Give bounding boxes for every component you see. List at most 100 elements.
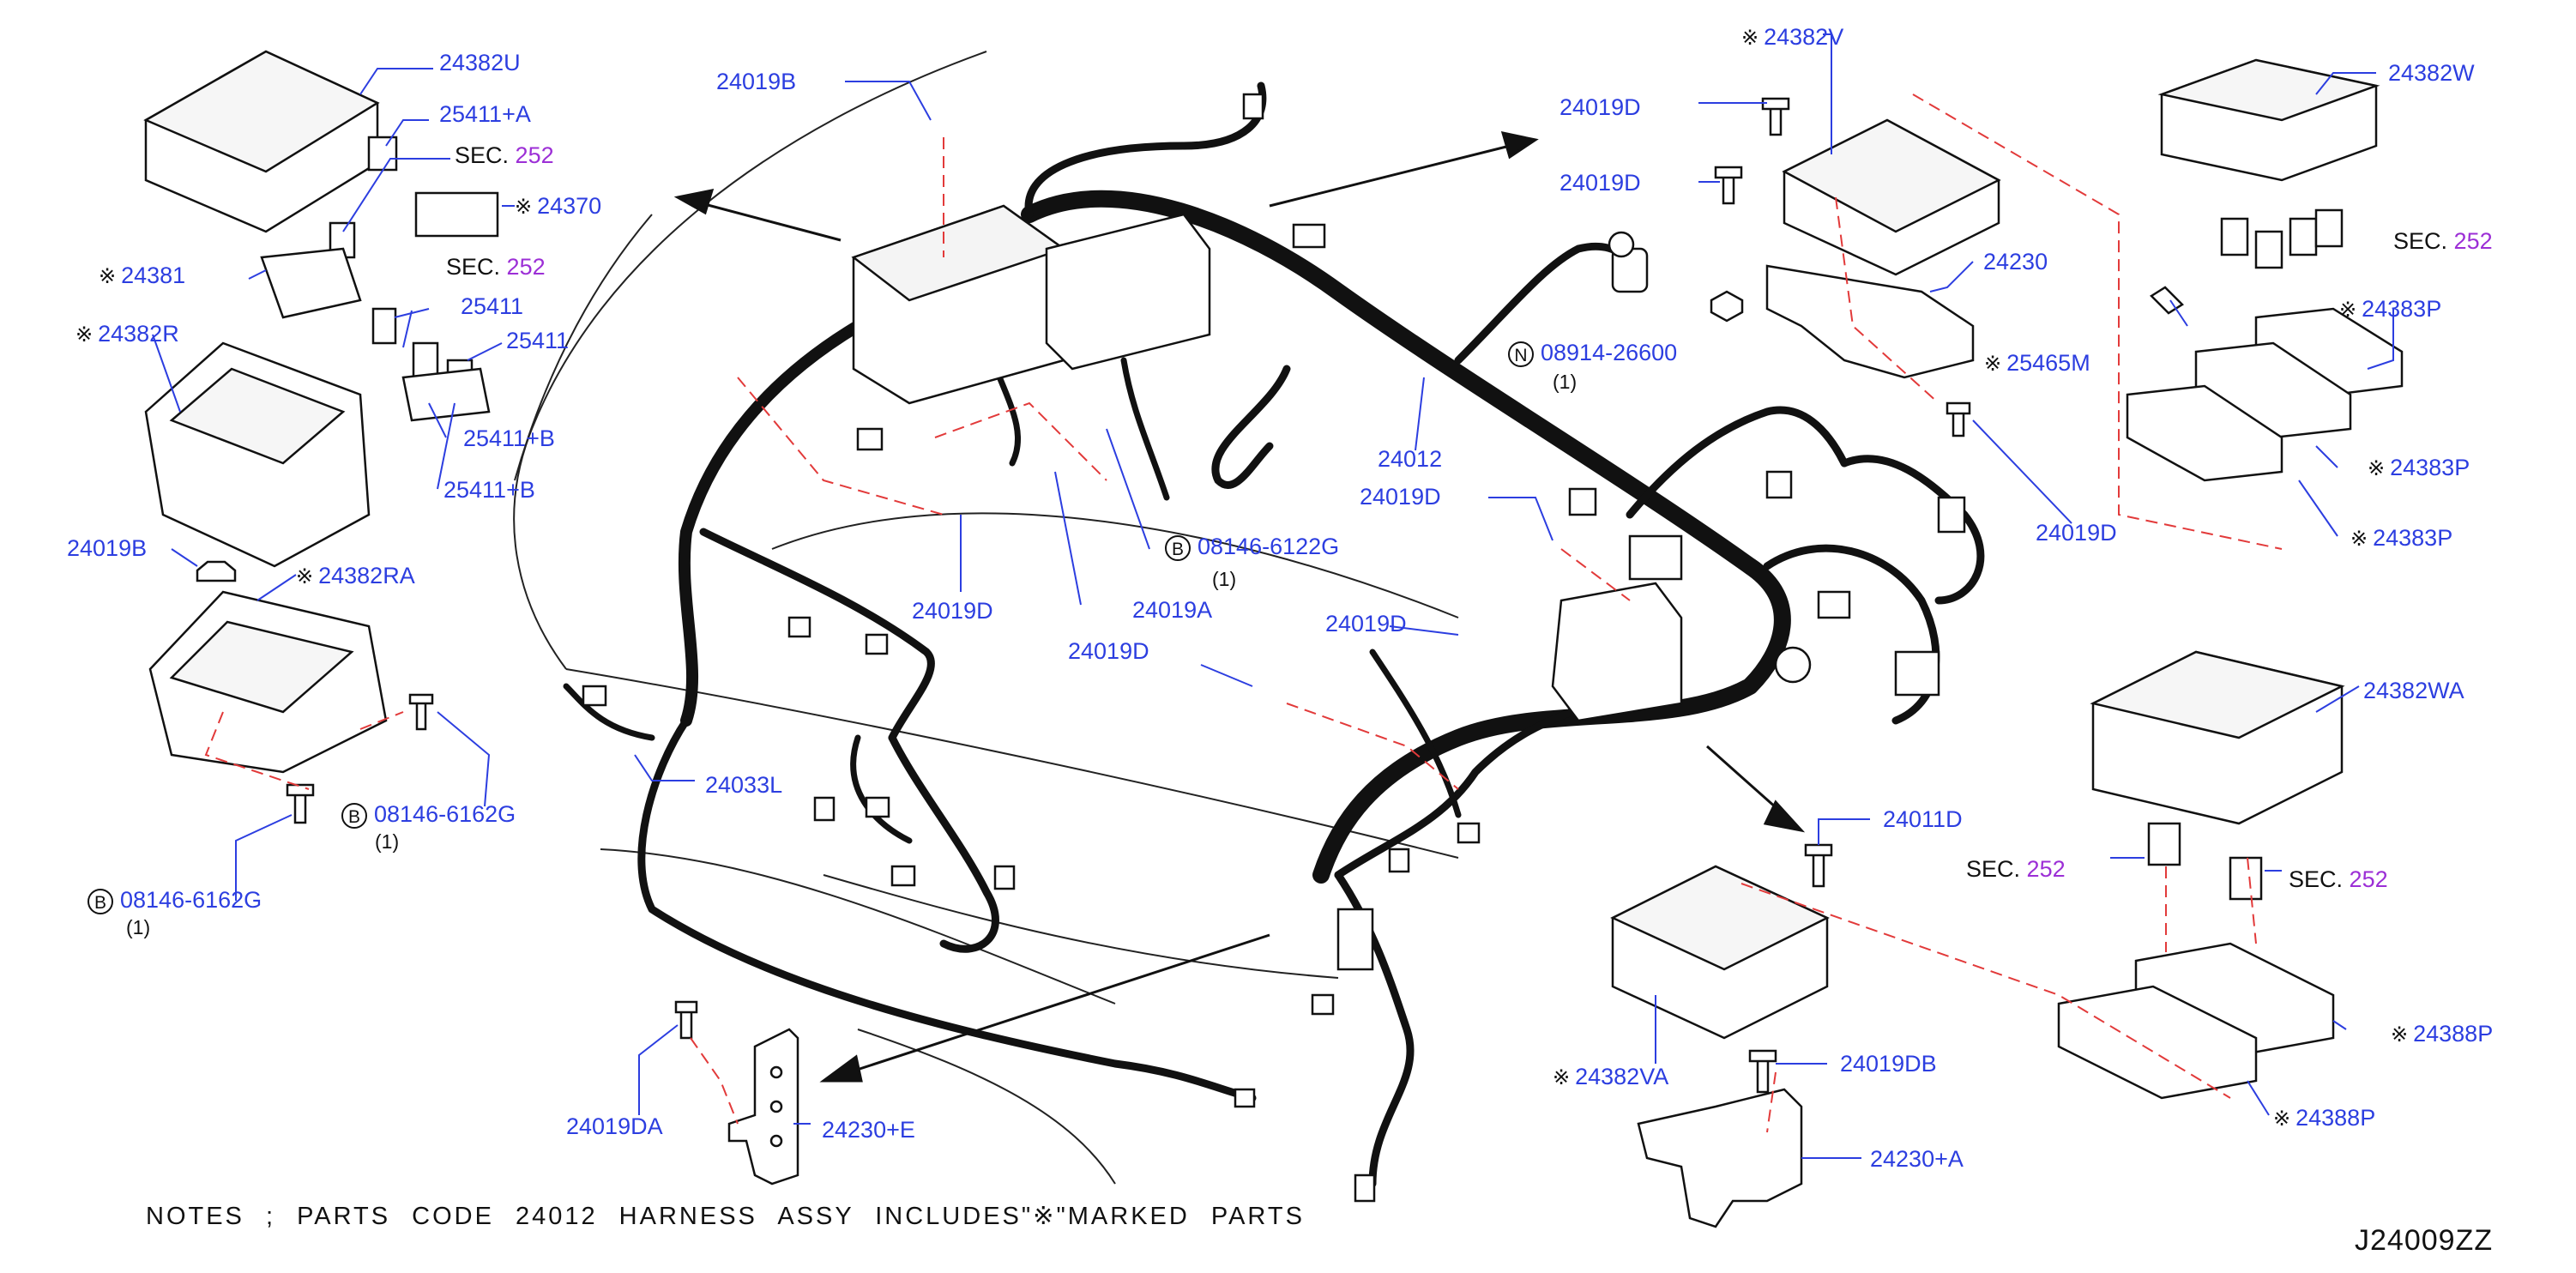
dash-line [690, 1037, 739, 1125]
label-08146-6162G-a-text: 08146-6162G [374, 801, 516, 827]
harness-branch [1211, 365, 1291, 489]
bolt-24011D [1804, 843, 1833, 888]
dash-line [1912, 94, 2283, 550]
label-24019A: 24019A [1132, 597, 1213, 623]
sec-number-link[interactable]: 252 [2026, 856, 2066, 882]
arrow-shaft [1269, 144, 1511, 208]
label-24012: 24012 [1378, 446, 1443, 472]
connector [1817, 590, 1851, 619]
body-outline-curve [600, 848, 1116, 1005]
label-24370: ※24370 [515, 193, 601, 220]
leader-line [2315, 72, 2376, 95]
dash-line [1286, 703, 1459, 790]
connector [1354, 1173, 1376, 1203]
bolt-24019DB [1748, 1049, 1777, 1094]
fuse-bracket-24382VA-top [1610, 865, 1830, 971]
connectors [582, 93, 1966, 1203]
relay-sec-252-w-a [2220, 217, 2249, 256]
leader-line [171, 548, 198, 567]
leader-line [1389, 625, 1459, 636]
fuse-block-24381 [260, 247, 362, 319]
connector [1234, 1088, 1256, 1108]
fuse-bracket-24382V-top [1782, 118, 2001, 233]
body-outline-curve [823, 874, 1339, 979]
relay-block-24388P-b [2057, 985, 2258, 1100]
sec-number-link[interactable]: 252 [506, 254, 546, 280]
leader-line [437, 711, 491, 807]
sec-number-link[interactable]: 252 [515, 142, 554, 168]
label-25465M: ※25465M [1984, 350, 2090, 377]
label-24381-text: 24381 [121, 262, 186, 288]
harness-branch [1120, 357, 1170, 501]
notes-text: NOTES ; PARTS CODE 24012 HARNESS ASSY IN… [146, 1203, 1305, 1230]
ref-mark: ※ [1553, 1066, 1571, 1089]
qty-08146-6162G-b: (1) [126, 916, 151, 938]
label-24383P-a-text: 24383P [2362, 296, 2442, 322]
label-24381: ※24381 [99, 262, 185, 290]
relay-sec-lower [371, 307, 397, 345]
label-24382R: ※24382R [75, 321, 179, 348]
label-24033L: 24033L [705, 772, 783, 798]
label-24382VA-text: 24382VA [1575, 1064, 1669, 1089]
right-bottom-components [1610, 650, 2345, 1228]
sec-word: SEC. [446, 254, 501, 280]
leader-line [1054, 471, 1082, 606]
leader-line [845, 81, 932, 121]
body-outline-curve [857, 1029, 1116, 1185]
leader-line [342, 158, 450, 232]
bolt-24019D-g [1946, 401, 1971, 437]
sec-ref-3: SEC. 252 [2393, 228, 2493, 254]
bolt-symbol: B [341, 802, 367, 829]
label-24019D-a: 24019D [912, 598, 993, 624]
ref-mark: ※ [515, 196, 533, 219]
sec-word: SEC. [455, 142, 510, 168]
leader-line [638, 1024, 679, 1115]
leader-line [428, 402, 447, 438]
harness-branch [699, 528, 935, 742]
bolt-08146-6162G-a [408, 693, 434, 731]
harness-branch [1334, 699, 1600, 879]
label-24230A: 24230+A [1870, 1146, 1964, 1172]
qty-08146-6122G: (1) [1212, 568, 1237, 590]
label-25411-b: 25411 [506, 328, 570, 353]
leader-line [385, 119, 429, 147]
battery-fuse-24370 [414, 191, 499, 238]
connector [1457, 822, 1481, 844]
connector [582, 685, 607, 707]
dash-line [1766, 1071, 1777, 1133]
arrow-shaft [694, 200, 842, 242]
dash-line [737, 377, 944, 516]
sec-number-link[interactable]: 252 [2453, 228, 2493, 254]
leader-line [1972, 419, 2072, 524]
leader-line [1415, 377, 1425, 451]
label-24230: 24230 [1983, 249, 2048, 275]
leader-line [235, 814, 293, 901]
label-25465M-text: 25465M [2006, 350, 2090, 376]
harness-relay-block-2 [1551, 582, 1683, 722]
leader-line [1200, 664, 1253, 687]
bolt-symbol: B [1165, 534, 1191, 561]
connector [1937, 496, 1966, 534]
label-24383P-c-text: 24383P [2373, 525, 2453, 551]
leader-line [437, 402, 455, 490]
label-25411A: 25411+A [439, 101, 531, 127]
leader-line [402, 310, 413, 348]
label-08146-6122G-text: 08146-6122G [1198, 534, 1340, 559]
label-24019D-f: 24019D [1559, 170, 1641, 196]
relay-sec-252-w-d [2314, 208, 2344, 248]
leader-line [1929, 261, 1974, 293]
leader-line [1488, 497, 1553, 541]
connector [813, 796, 836, 822]
label-24383P-b-text: 24383P [2390, 455, 2470, 480]
sec-number-link[interactable]: 252 [2349, 866, 2388, 892]
label-24383P-b: ※24383P [2368, 455, 2470, 482]
ref-mark: ※ [2273, 1107, 2291, 1131]
qty-08914-26600: (1) [1553, 371, 1578, 393]
nut-08914-26600 [1710, 290, 1744, 323]
relay-25411A [367, 136, 398, 172]
leader-line [2332, 1020, 2347, 1030]
label-24019D-e: 24019D [1559, 94, 1641, 120]
connector [787, 616, 811, 638]
fuse-box-cover-24382WA-top [2090, 650, 2345, 739]
